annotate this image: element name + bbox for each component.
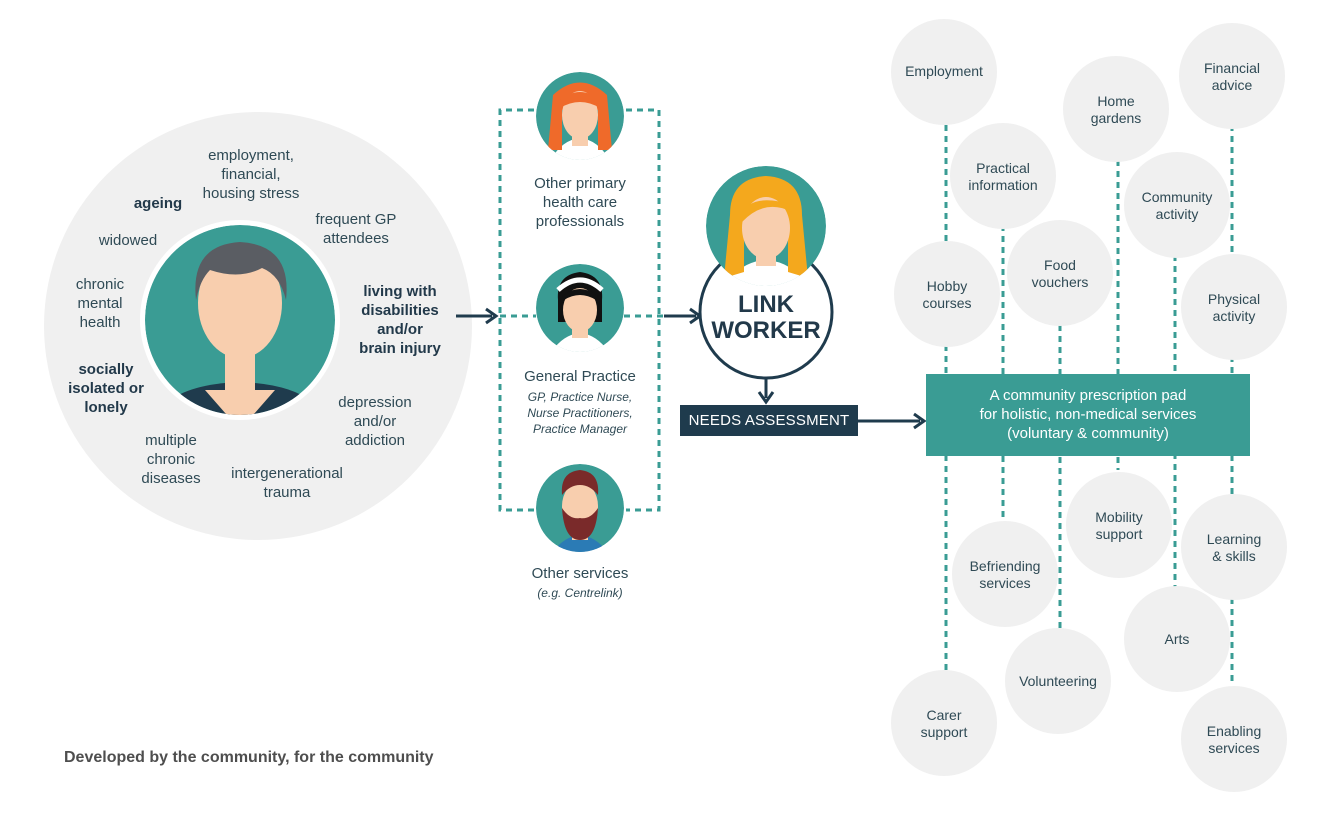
link-worker-avatar xyxy=(706,166,826,286)
arrow-to-link-worker xyxy=(664,307,703,325)
factor-chronic-mental-health: chronic mental health xyxy=(75,276,125,331)
factor-depression: depression and/or addiction xyxy=(338,394,412,449)
service-financial-advice: Financial advice xyxy=(1203,60,1261,93)
prescription-pad-label: A community prescription pad for holisti… xyxy=(979,387,1197,442)
person-avatar xyxy=(145,225,335,415)
factor-socially-isolated: socially isolated or lonely xyxy=(68,361,144,416)
at-risk-person-group xyxy=(44,112,472,540)
referrer-general-practice-label: General Practice xyxy=(524,368,636,385)
factor-employment-stress: employment, financial, housing stress xyxy=(202,147,300,202)
bubble-carer-support xyxy=(891,670,997,776)
needs-assessment-box xyxy=(680,405,858,436)
bubble-food-vouchers xyxy=(1007,220,1113,326)
arrow-to-prescription-pad xyxy=(858,412,927,430)
service-employment: Employment xyxy=(905,63,983,79)
bubble-befriending-services xyxy=(952,521,1058,627)
other-services-avatar xyxy=(536,464,624,552)
service-food-vouchers: Food vouchers xyxy=(1031,257,1089,290)
bubble-mobility-support xyxy=(1066,472,1172,578)
service-community-activity: Community activity xyxy=(1141,189,1213,222)
bubble-home-gardens xyxy=(1063,56,1169,162)
link-worker-group xyxy=(698,166,834,405)
factor-widowed: widowed xyxy=(98,232,158,249)
referrer-other-services-sub: (e.g. Centrelink) xyxy=(537,586,623,600)
referrer-general-practice-sub: GP, Practice Nurse, Nurse Practitioners,… xyxy=(527,390,633,436)
service-bubbles xyxy=(891,19,1287,792)
service-practical-information: Practical information xyxy=(968,160,1038,193)
referrers-bracket xyxy=(498,108,664,512)
bubble-community-activity xyxy=(1124,152,1230,258)
bubble-enabling-services xyxy=(1181,686,1287,792)
factor-intergenerational-trauma: intergenerational trauma xyxy=(231,465,343,501)
bubble-hobby-courses xyxy=(894,241,1000,347)
bubble-learning-skills xyxy=(1181,494,1287,600)
bubble-financial-advice xyxy=(1179,23,1285,129)
bubble-practical-information xyxy=(950,123,1056,229)
service-learning-skills: Learning & skills xyxy=(1206,531,1262,564)
footer-tagline: Developed by the community, for the comm… xyxy=(64,749,434,766)
referrer-other-services-label: Other services xyxy=(531,565,629,582)
factor-multiple-chronic: multiple chronic diseases xyxy=(141,432,201,487)
bubble-arts xyxy=(1124,586,1230,692)
service-physical-activity: Physical activity xyxy=(1207,291,1261,324)
link-worker-label: LINK WORKER xyxy=(711,291,821,344)
service-volunteering: Volunteering xyxy=(1019,673,1097,689)
other-primary-avatar xyxy=(536,72,624,160)
general-practice-avatar xyxy=(536,264,624,352)
prescription-pad-box xyxy=(926,374,1250,456)
bubble-physical-activity xyxy=(1181,254,1287,360)
bubble-employment xyxy=(891,19,997,125)
service-arts: Arts xyxy=(1164,631,1190,647)
referrer-other-primary-label: Other primary health care professionals xyxy=(534,175,626,230)
service-mobility-support: Mobility support xyxy=(1095,509,1143,542)
factor-ageing: ageing xyxy=(133,195,183,212)
arrow-to-referrers xyxy=(456,307,499,325)
service-befriending-services: Befriending services xyxy=(969,558,1041,591)
service-carer-support: Carer support xyxy=(920,707,968,740)
factor-disabilities: living with disabilities and/or brain in… xyxy=(359,283,441,357)
factor-frequent-gp: frequent GP attendees xyxy=(315,211,397,247)
bubble-volunteering xyxy=(1005,628,1111,734)
service-home-gardens: Home gardens xyxy=(1090,93,1142,126)
service-hobby-courses: Hobby courses xyxy=(922,278,972,311)
service-enabling-services: Enabling services xyxy=(1206,723,1262,756)
needs-assessment-label: NEEDS ASSESSMENT xyxy=(688,412,850,429)
